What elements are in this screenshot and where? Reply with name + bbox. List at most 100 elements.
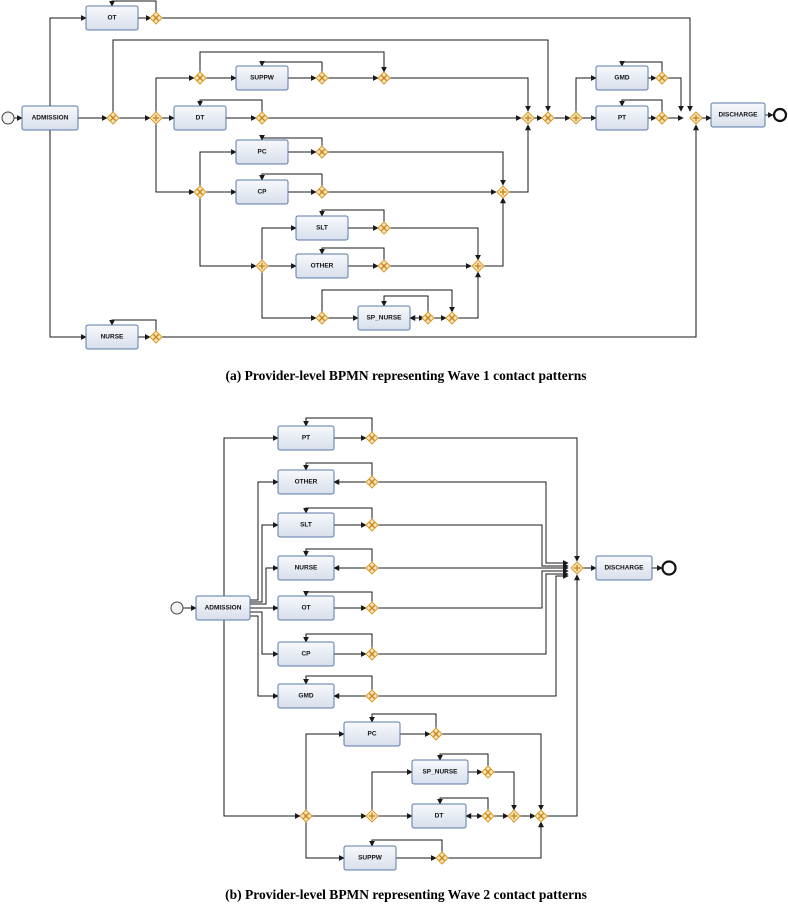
exclusive-gateway-icon — [315, 311, 329, 325]
task-b-pt-label: PT — [302, 435, 310, 442]
task-a-other: OTHER — [295, 253, 349, 279]
task-a-ot: OT — [85, 5, 139, 31]
exclusive-gateway-icon — [315, 71, 329, 85]
task-a-suppw: SUPPW — [235, 65, 289, 91]
task-b-slt: SLT — [277, 512, 335, 538]
task-a-nurse-label: NURSE — [101, 334, 124, 341]
start-event-a — [1, 111, 15, 125]
parallel-gateway-icon — [689, 111, 703, 125]
task-a-discharge: DISCHARGE — [710, 102, 766, 128]
exclusive-gateway-icon — [193, 185, 207, 199]
diagram-b: ADMISSION PT OTHER SLT NURSE OT CP GMD P… — [170, 417, 677, 902]
parallel-gateway-icon — [569, 111, 583, 125]
task-a-pc-label: PC — [257, 149, 266, 156]
task-b-ot: OT — [277, 595, 335, 621]
task-b-suppw-label: SUPPW — [358, 855, 383, 862]
exclusive-gateway-icon — [655, 111, 669, 125]
caption-b: (b) Provider-level BPMN representing Wav… — [225, 887, 587, 902]
diagram-b-edges — [183, 417, 663, 861]
exclusive-gateway-icon — [377, 71, 391, 85]
diagram-a-edges — [14, 0, 774, 340]
exclusive-gateway-icon — [377, 221, 391, 235]
diagram-a: OT ADMISSION SUPPW DT PC CP SLT OTHER SP… — [1, 0, 788, 383]
exclusive-gateway-icon — [299, 809, 313, 823]
start-event-b — [170, 601, 184, 615]
task-b-admission-label: ADMISSION — [205, 605, 242, 612]
task-b-nurse-label: NURSE — [295, 565, 318, 572]
task-b-discharge: DISCHARGE — [595, 555, 653, 581]
task-b-nurse: NURSE — [277, 555, 335, 581]
task-a-gmd: GMD — [595, 65, 649, 91]
task-a-pt: PT — [595, 105, 649, 131]
task-b-admission: ADMISSION — [195, 595, 251, 621]
parallel-gateway-icon — [521, 111, 535, 125]
parallel-gateway-icon — [365, 809, 379, 823]
caption-a: (a) Provider-level BPMN representing Wav… — [225, 368, 586, 383]
exclusive-gateway-icon — [534, 809, 548, 823]
task-a-pt-label: PT — [618, 115, 626, 122]
task-b-gmd-label: GMD — [298, 693, 313, 700]
exclusive-gateway-icon — [365, 561, 379, 575]
task-b-gmd: GMD — [277, 683, 335, 709]
task-a-dt-label: DT — [196, 115, 205, 122]
task-b-cp-label: CP — [301, 651, 311, 658]
parallel-gateway-icon — [255, 259, 269, 273]
task-b-sp-nurse-label: SP_NURSE — [422, 769, 458, 776]
end-event-b — [661, 560, 677, 576]
exclusive-gateway-icon — [365, 475, 379, 489]
exclusive-gateway-icon — [365, 647, 379, 661]
exclusive-gateway-icon — [193, 71, 207, 85]
task-a-other-label: OTHER — [311, 263, 334, 270]
task-a-suppw-label: SUPPW — [250, 75, 275, 82]
exclusive-gateway-icon — [421, 311, 435, 325]
task-a-admission: ADMISSION — [21, 105, 79, 131]
task-a-dt: DT — [173, 105, 227, 131]
exclusive-gateway-icon — [445, 311, 459, 325]
task-a-pc: PC — [235, 139, 289, 165]
task-a-slt-label: SLT — [316, 225, 328, 232]
exclusive-gateway-icon — [365, 431, 379, 445]
task-a-cp-label: CP — [257, 189, 267, 196]
exclusive-gateway-icon — [365, 518, 379, 532]
end-event-a — [772, 107, 788, 123]
exclusive-gateway-icon — [541, 111, 555, 125]
task-a-sp-nurse-label: SP_NURSE — [366, 315, 402, 322]
task-b-pt: PT — [277, 425, 335, 451]
exclusive-gateway-icon — [377, 259, 391, 273]
exclusive-gateway-icon — [255, 111, 269, 125]
parallel-gateway-icon — [507, 809, 521, 823]
task-b-cp: CP — [277, 641, 335, 667]
task-b-other-label: OTHER — [295, 479, 318, 486]
exclusive-gateway-icon — [315, 145, 329, 159]
exclusive-gateway-icon — [106, 111, 120, 125]
exclusive-gateway-icon — [481, 765, 495, 779]
exclusive-gateway-icon — [481, 809, 495, 823]
task-b-other: OTHER — [277, 469, 335, 495]
task-a-gmd-label: GMD — [614, 75, 629, 82]
exclusive-gateway-icon — [315, 185, 329, 199]
task-b-dt-label: DT — [435, 813, 444, 820]
parallel-gateway-icon — [471, 259, 485, 273]
exclusive-gateway-icon — [429, 727, 443, 741]
task-a-sp-nurse: SP_NURSE — [357, 305, 411, 331]
task-a-slt: SLT — [295, 215, 349, 241]
task-a-cp: CP — [235, 179, 289, 205]
exclusive-gateway-icon — [655, 71, 669, 85]
gateway-layer — [106, 11, 703, 865]
exclusive-gateway-icon — [365, 689, 379, 703]
task-b-discharge-label: DISCHARGE — [604, 565, 644, 572]
task-a-admission-label: ADMISSION — [32, 115, 69, 122]
exclusive-gateway-icon — [435, 851, 449, 865]
task-a-ot-label: OT — [107, 15, 116, 22]
parallel-gateway-icon — [570, 561, 584, 575]
task-a-nurse: NURSE — [85, 324, 139, 350]
task-b-slt-label: SLT — [300, 522, 312, 529]
exclusive-gateway-icon — [365, 601, 379, 615]
task-b-pc-label: PC — [367, 731, 376, 738]
exclusive-gateway-icon — [149, 330, 163, 344]
task-b-dt: DT — [411, 803, 467, 829]
parallel-gateway-icon — [149, 111, 163, 125]
parallel-gateway-icon — [496, 185, 510, 199]
task-b-suppw: SUPPW — [343, 845, 397, 871]
